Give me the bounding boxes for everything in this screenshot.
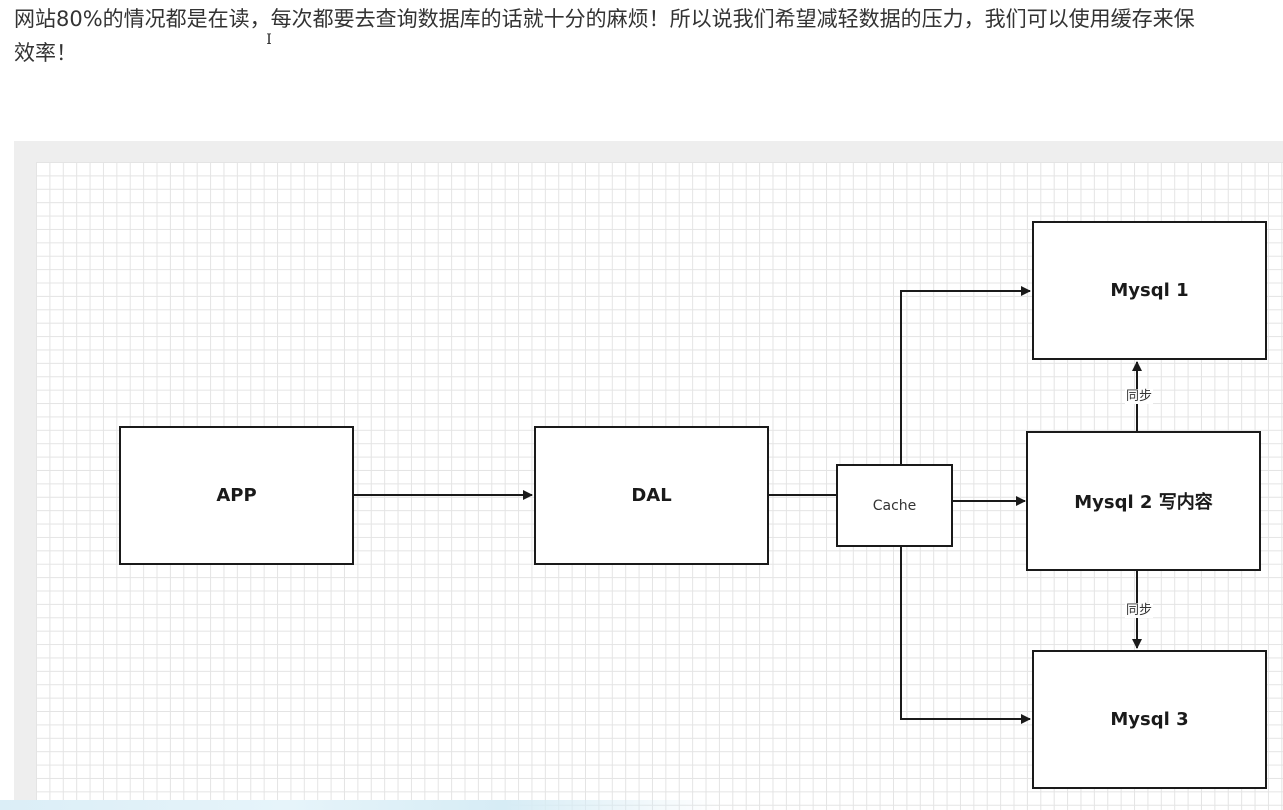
dal-node-label: DAL: [631, 485, 672, 506]
sync-label-upper: 同步: [1125, 389, 1154, 404]
mysql3-node[interactable]: Mysql 3: [1032, 650, 1267, 789]
intro-paragraph: 网站80%的情况都是在读，每次都要去查询数据库的话就十分的麻烦！所以说我们希望减…: [14, 2, 1283, 70]
bottom-decoration: [0, 800, 720, 810]
mysql1-node[interactable]: Mysql 1: [1032, 221, 1267, 360]
intro-line-2: 效率！: [14, 41, 77, 65]
cache-node[interactable]: Cache: [836, 464, 953, 547]
app-node-label: APP: [216, 485, 257, 506]
dal-node[interactable]: DAL: [534, 426, 769, 565]
cache-node-label: Cache: [872, 497, 917, 514]
mysql3-node-label: Mysql 3: [1110, 709, 1189, 730]
sync-label-lower: 同步: [1125, 603, 1154, 618]
mysql1-node-label: Mysql 1: [1110, 280, 1189, 301]
app-node[interactable]: APP: [119, 426, 354, 565]
intro-line-1: 网站80%的情况都是在读，每次都要去查询数据库的话就十分的麻烦！所以说我们希望减…: [14, 7, 1195, 31]
ibeam-cursor-icon: I: [266, 32, 272, 48]
mysql2-node[interactable]: Mysql 2 写内容: [1026, 431, 1261, 571]
mysql2-node-label: Mysql 2 写内容: [1074, 492, 1213, 513]
